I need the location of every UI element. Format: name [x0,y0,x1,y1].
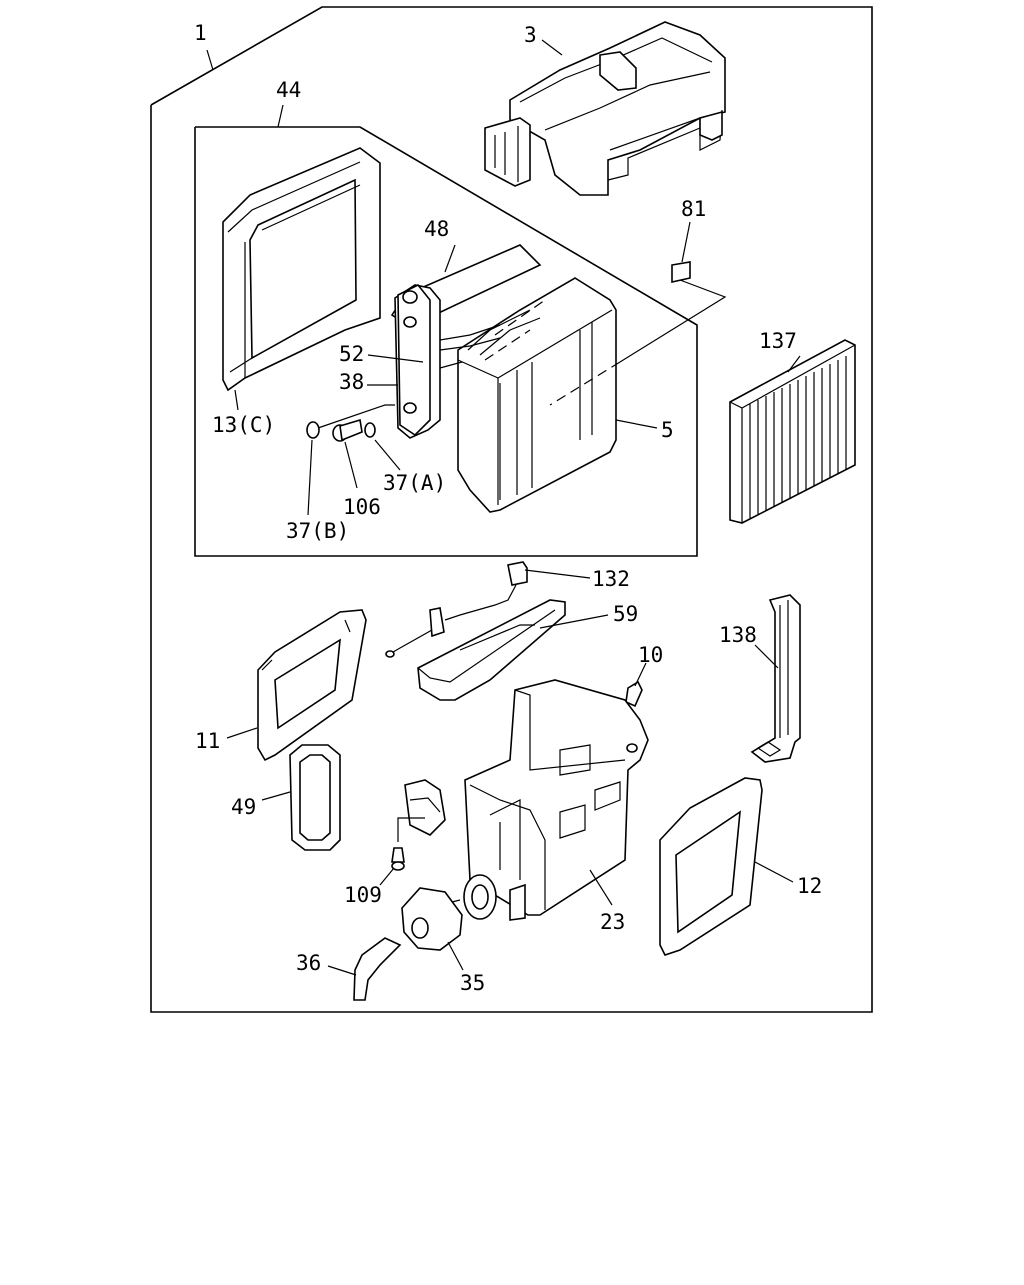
label-37a: 37(A) [383,471,446,495]
part-35-blower-motor [401,874,497,951]
part-137-cabin-filter [729,339,856,524]
part-10-clip [625,680,643,708]
label-10: 10 [638,643,663,667]
label-36: 36 [296,951,321,975]
part-132-sensor [385,561,528,658]
leader-lines [206,39,801,976]
label-1: 1 [194,21,207,45]
part-12-seal-frame [659,777,763,956]
label-52: 52 [339,342,364,366]
part-23-lower-case [404,679,649,921]
label-138: 138 [719,623,757,647]
part-49-seal [289,744,341,851]
label-5: 5 [661,418,674,442]
part-106-bolt [332,418,363,442]
label-44: 44 [276,78,301,102]
label-81: 81 [681,197,706,221]
label-106: 106 [343,495,381,519]
label-35: 35 [460,971,485,995]
part-labels: 1 3 44 48 81 137 52 38 13(C) 5 37(A) 106… [194,21,822,995]
part-3-upper-cover [484,21,726,196]
part-11-seal-frame [257,609,367,762]
part-36-drain-hose [353,937,402,1001]
label-38: 38 [339,370,364,394]
label-23: 23 [600,910,625,934]
label-137: 137 [759,329,797,353]
part-37a-o-ring [364,422,376,438]
label-132: 132 [592,567,630,591]
label-12: 12 [797,874,822,898]
subassembly-frame [194,126,698,557]
label-13c: 13(C) [212,413,275,437]
label-48: 48 [424,217,449,241]
part-81-small-pad [671,261,691,283]
label-109: 109 [344,883,382,907]
label-49: 49 [231,795,256,819]
label-11: 11 [195,729,220,753]
label-37b: 37(B) [286,519,349,543]
part-13c-seal-frame [222,147,381,392]
assembly-frame [150,6,873,1013]
leader-37-106 [317,404,395,429]
part-138-bracket [750,594,801,763]
label-59: 59 [613,602,638,626]
part-109-screw [391,847,405,871]
part-37b-o-ring [306,421,320,439]
part-5-evaporator-core [457,277,617,513]
part-59-drain-tray [417,599,566,701]
label-3: 3 [524,23,537,47]
